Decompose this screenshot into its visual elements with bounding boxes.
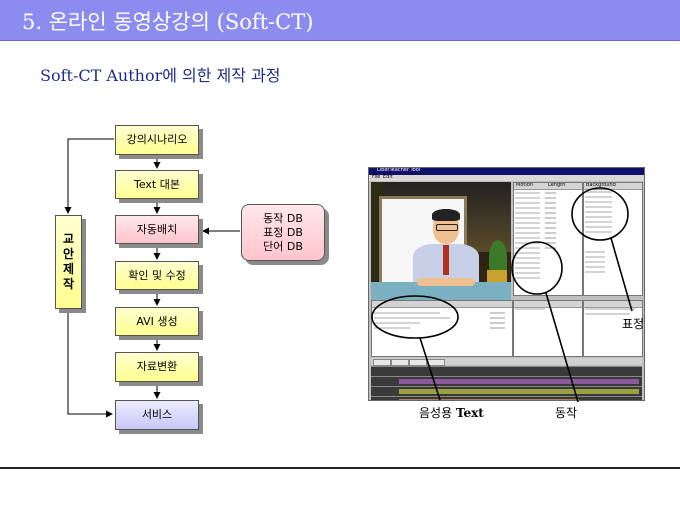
page-subtitle: Soft-CT Author에 의한 제작 과정 (40, 66, 281, 85)
side-box-lesson-production: 교 안 제 작 (55, 215, 82, 309)
timeline-track-2 (371, 376, 642, 386)
tool-tabs (371, 358, 642, 366)
step-text-script: Text 대본 (115, 170, 199, 199)
bottom-divider (0, 467, 680, 469)
callout-voice-text-prefix: 음성용 (419, 406, 456, 420)
db-box: 동작 DB 표정 DB 단어 DB (241, 204, 325, 261)
side-char-1: 교 (62, 232, 75, 246)
voice-text-panel (371, 300, 513, 357)
expression-list: Background (583, 182, 643, 296)
step-scenario: 강의시나리오 (115, 125, 199, 155)
step-auto-layout: 자동배치 (115, 215, 199, 244)
timeline-track-3 (371, 386, 642, 396)
arrow-side-to-service (67, 310, 113, 418)
step-service: 서비스 (115, 400, 199, 430)
db-motion: 동작 DB (263, 211, 303, 225)
arrow-to-side (64, 138, 114, 214)
tool-menu-edit: Edit (383, 174, 393, 180)
length-col-header: Length (548, 182, 566, 188)
callout-motion: 동작 (555, 406, 578, 420)
timeline-track-1 (371, 366, 642, 376)
db-expression: 표정 DB (263, 225, 303, 239)
authoring-tool-screenshot: LiberTeacher Tool File Edit Motion Length… (368, 167, 645, 401)
step-review-edit: 확인 및 수정 (115, 261, 199, 290)
side-char-2: 안 (62, 247, 75, 261)
page-title: 5. 온라인 동영상강의 (Soft-CT) (22, 10, 314, 34)
callout-expression: 표정 (622, 317, 645, 331)
motion-list: Motion Length (513, 182, 583, 296)
side-char-3: 제 (62, 262, 75, 276)
step-data-convert: 자료변환 (115, 352, 199, 382)
callout-voice-text-suffix: Text (455, 406, 484, 420)
db-word: 단어 DB (263, 239, 303, 253)
step-avi-generate: AVI 생성 (115, 307, 199, 336)
side-char-4: 작 (62, 277, 75, 291)
timeline-track-4 (371, 396, 642, 400)
tool-menu-bar: File Edit (369, 174, 644, 181)
motion-col-header: Motion (516, 182, 533, 188)
background-col-header: Background (586, 182, 616, 188)
tool-title-bar: LiberTeacher Tool (369, 168, 644, 175)
callout-voice-text: 음성용 Text (419, 404, 484, 421)
motion-seq-panel (513, 300, 583, 357)
title-bar: 5. 온라인 동영상강의 (Soft-CT) (0, 0, 680, 41)
tool-window-title: LiberTeacher Tool (377, 167, 421, 173)
tool-menu-file: File (372, 174, 381, 180)
avatar-preview (371, 182, 511, 304)
